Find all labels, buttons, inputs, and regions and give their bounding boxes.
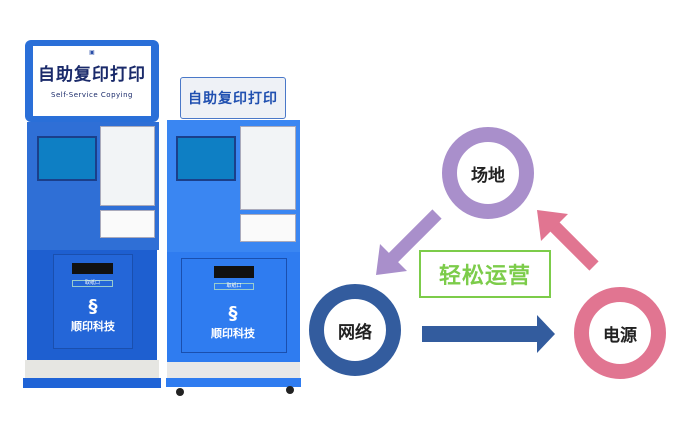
kiosk-left-info-panel <box>100 126 155 206</box>
kiosk-left-tray-label: 取纸口 <box>72 280 113 287</box>
arrow-network-to-power <box>422 315 555 353</box>
kiosk-left-sign-subtitle: Self-Service Copying <box>51 91 133 99</box>
kiosk-left-foot <box>23 378 161 388</box>
node-power: 电源 <box>574 287 666 379</box>
brand-logo-icon: ▣ <box>89 49 95 56</box>
kiosk-left-brand: 顺印科技 <box>71 320 115 333</box>
kiosk-left-sign: ▣ 自助复印打印 Self-Service Copying <box>33 46 151 116</box>
brand-mark-icon: § <box>228 303 238 324</box>
kiosk-right-output-slot <box>214 266 254 278</box>
wheel-icon <box>286 386 294 394</box>
wheel-icon <box>176 388 184 396</box>
kiosk-right-foot <box>166 378 301 387</box>
kiosk-left-output-slot <box>72 263 113 274</box>
arrow-power-to-site <box>537 210 599 271</box>
kiosk-right-tray-label: 取纸口 <box>214 283 254 290</box>
center-label: 轻松运营 <box>419 250 551 298</box>
kiosk-left-scanner <box>100 210 155 238</box>
kiosk-right-brand: 顺印科技 <box>211 327 255 340</box>
node-site: 场地 <box>442 127 534 219</box>
kiosk-left-screen <box>37 136 97 181</box>
kiosk-right-sign: 自助复印打印 <box>180 77 286 119</box>
kiosk-right-info-panel <box>240 126 296 210</box>
kiosk-left-base <box>25 360 159 380</box>
brand-mark-icon: § <box>88 296 98 317</box>
kiosk-left-sign-title: 自助复印打印 <box>38 65 146 85</box>
arrow-site-to-network <box>376 209 442 275</box>
kiosk-right-screen <box>176 136 236 181</box>
kiosk-right-scanner <box>240 214 296 242</box>
node-network: 网络 <box>309 284 401 376</box>
